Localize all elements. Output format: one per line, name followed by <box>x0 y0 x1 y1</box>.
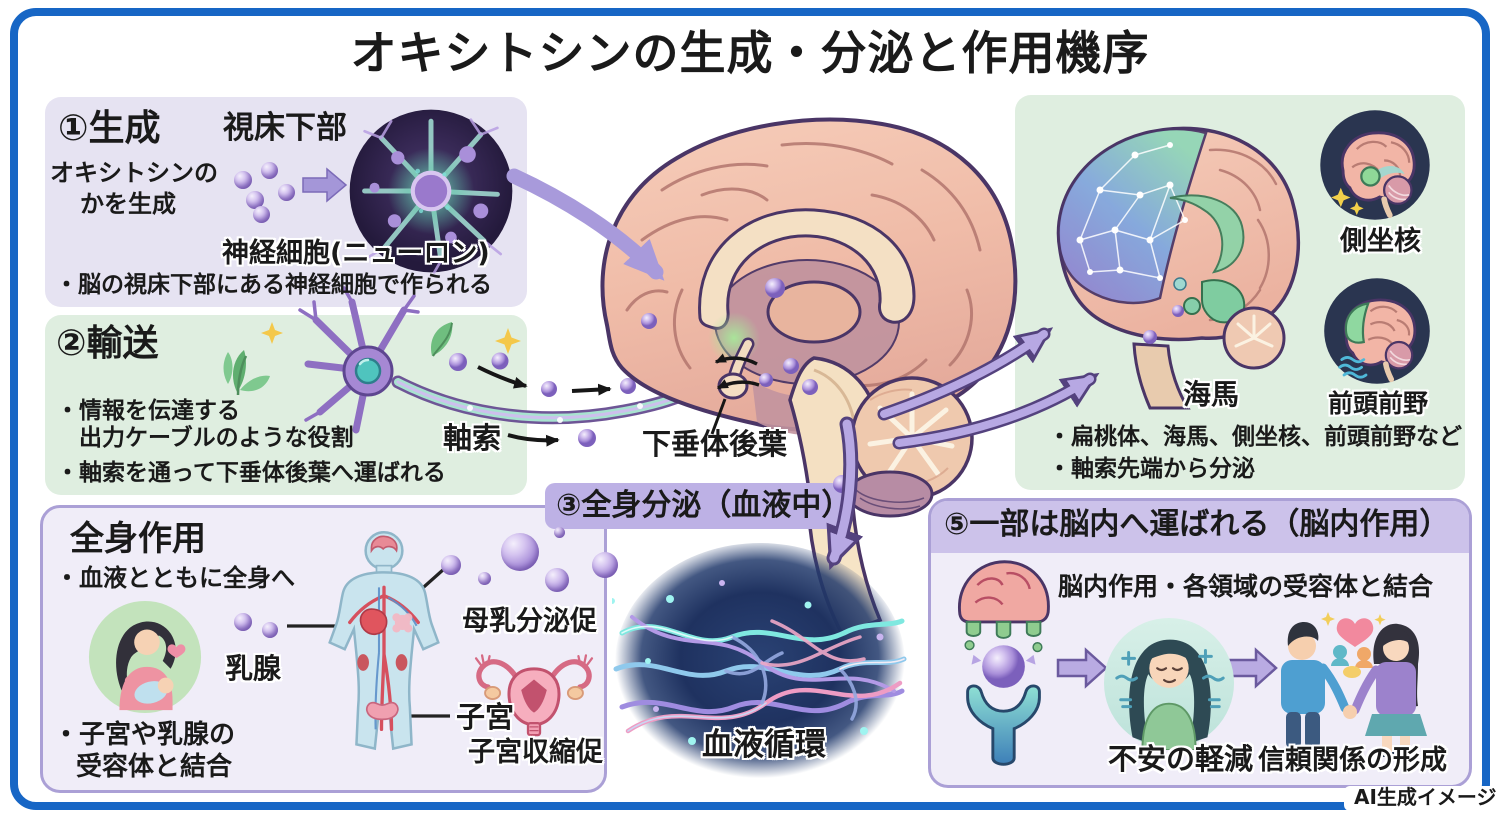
transport-bullet1-line2: 出力ケーブルのような役割 <box>79 425 354 451</box>
mother-nursing-icon <box>86 598 204 716</box>
neuron-label: 神経細胞(ニューロン) <box>222 238 490 269</box>
hypothalamus-label: 視床下部 <box>223 110 347 146</box>
trust-label: 信頼関係の形成 <box>1258 745 1447 776</box>
anxiety-label: 不安の軽減 <box>1108 742 1254 776</box>
nucleus-accumbens-icon <box>1318 108 1432 222</box>
transport-bullet1-line1: ・情報を伝達する <box>56 398 240 424</box>
circulation-label: 血液循環 <box>702 727 826 763</box>
brain-action-banner-bg <box>931 501 1469 553</box>
production-bullet: ・脳の視床下部にある神経細胞で作られる <box>55 272 492 298</box>
systemic-bullet2-line2: 受容体と結合 <box>76 752 233 782</box>
oxytocin-dot <box>441 555 461 575</box>
secretion-banner: ③全身分泌（血液中） <box>556 488 852 523</box>
brain-network-illustration <box>1020 100 1320 412</box>
secretion-banner-bg <box>545 483 842 529</box>
pituitary-label: 下垂体後葉 <box>642 427 788 461</box>
brain-regions-bullet2: ・軸索先端から分泌 <box>1048 456 1255 482</box>
systemic-bullet1: ・血液とともに全身へ <box>55 564 295 592</box>
body-illustration <box>313 511 455 789</box>
page-title: オキシトシンの生成・分泌と作用機序 <box>350 26 1150 80</box>
ai-watermark: AI生成イメージ <box>1344 786 1500 811</box>
transport-heading: ②輸送 <box>56 323 159 364</box>
uterus-icon <box>470 645 598 741</box>
milk-bubble <box>592 552 618 578</box>
milk-bubble <box>554 527 565 538</box>
brain-action-banner: ⑤一部は脳内へ運ばれる（脳内作用） <box>944 507 1450 542</box>
calm-woman-icon <box>1103 617 1236 750</box>
accumbens-label: 側坐核 <box>1340 226 1421 257</box>
brain-action-subtitle: 脳内作用・各領域の受容体と結合 <box>1058 572 1434 601</box>
milk-label: 母乳分泌促 <box>462 606 597 637</box>
oxytocin-dot <box>261 162 278 179</box>
oxytocin-dot <box>234 613 252 631</box>
milk-bubble <box>545 568 569 592</box>
systemic-bullet2-line1: ・子宮や乳腺の <box>53 720 236 750</box>
milk-bubble <box>501 533 539 571</box>
uterus-label: 子宮 <box>456 700 515 734</box>
milk-bubble <box>478 572 491 585</box>
brain-regions-bullet1: ・扁桃体、海馬、側坐核、前頭前野など <box>1048 424 1462 450</box>
mammary-label: 乳腺 <box>225 652 282 685</box>
oxytocin-dot <box>253 206 270 223</box>
couple-icon <box>1260 608 1442 758</box>
production-desc-line1: オキシトシンの <box>50 159 218 187</box>
transport-bullet2: ・軸索を通って下垂体後葉へ運ばれる <box>56 460 446 486</box>
oxytocin-dot <box>262 622 278 638</box>
oxytocin-dot <box>246 191 264 209</box>
oxytocin-dot <box>234 171 252 189</box>
prefrontal-icon <box>1322 276 1432 386</box>
neuron-icon <box>348 108 514 274</box>
production-heading: ①生成 <box>58 108 161 149</box>
axon-label: 軸索 <box>443 421 502 455</box>
prefrontal-label: 前頭前野 <box>1328 389 1429 418</box>
hippocampus-label: 海馬 <box>1183 378 1240 411</box>
blood-circulation-icon <box>612 541 908 791</box>
production-desc-line2: かを生成 <box>80 190 176 218</box>
systemic-heading: 全身作用 <box>70 519 206 559</box>
contraction-label: 子宮収縮促 <box>468 737 603 768</box>
oxytocin-dot <box>278 184 295 201</box>
receptor-icon <box>948 554 1060 782</box>
